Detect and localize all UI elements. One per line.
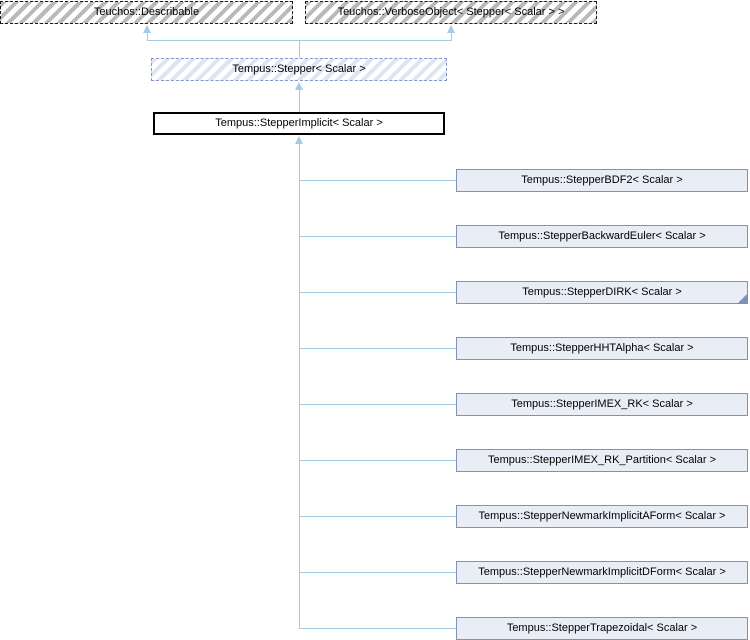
arrow-up-icon bbox=[295, 136, 303, 144]
node-stepper-backwardeuler[interactable]: Tempus::StepperBackwardEuler< Scalar > bbox=[456, 225, 748, 248]
node-stepper-dirk[interactable]: Tempus::StepperDIRK< Scalar > bbox=[456, 281, 748, 304]
class-label: Tempus::StepperImplicit< Scalar > bbox=[215, 117, 383, 129]
connector-line bbox=[299, 90, 300, 112]
connector-line bbox=[299, 460, 457, 461]
truncated-graph-corner-icon bbox=[738, 294, 747, 303]
class-label: Tempus::StepperIMEX_RK_Partition< Scalar… bbox=[487, 454, 717, 466]
connector-line bbox=[299, 348, 457, 349]
connector-line bbox=[299, 516, 457, 517]
connector-line bbox=[147, 40, 452, 41]
class-label: Tempus::StepperBDF2< Scalar > bbox=[521, 174, 683, 186]
node-tempus-stepper[interactable]: Tempus::Stepper< Scalar > bbox=[151, 58, 447, 81]
arrow-up-icon bbox=[447, 25, 455, 33]
connector-line bbox=[299, 144, 300, 629]
class-label: Teuchos::Describable bbox=[93, 6, 200, 18]
arrow-up-icon bbox=[143, 25, 151, 33]
class-label: Teuchos::VerboseObject< Stepper< Scalar … bbox=[337, 6, 565, 18]
node-stepper-newmark-implicit-dform[interactable]: Tempus::StepperNewmarkImplicitDForm< Sca… bbox=[456, 561, 748, 584]
connector-line bbox=[299, 180, 457, 181]
class-label: Tempus::StepperIMEX_RK< Scalar > bbox=[511, 398, 693, 410]
node-teuchos-describable: Teuchos::Describable bbox=[0, 1, 293, 24]
connector-line bbox=[299, 236, 457, 237]
connector-line bbox=[299, 404, 457, 405]
class-label: Tempus::StepperBackwardEuler< Scalar > bbox=[498, 230, 706, 242]
class-label: Tempus::StepperNewmarkImplicitDForm< Sca… bbox=[478, 566, 726, 578]
connector-line bbox=[299, 41, 300, 58]
class-label: Tempus::StepperHHTAlpha< Scalar > bbox=[510, 342, 694, 354]
node-stepper-trapezoidal[interactable]: Tempus::StepperTrapezoidal< Scalar > bbox=[456, 617, 748, 640]
node-stepper-imex-rk-partition[interactable]: Tempus::StepperIMEX_RK_Partition< Scalar… bbox=[456, 449, 748, 472]
connector-line bbox=[451, 33, 452, 40]
class-label: Tempus::StepperTrapezoidal< Scalar > bbox=[506, 622, 698, 634]
class-label: Tempus::Stepper< Scalar > bbox=[232, 63, 366, 75]
node-stepper-hhtalpha[interactable]: Tempus::StepperHHTAlpha< Scalar > bbox=[456, 337, 748, 360]
node-stepper-newmark-implicit-aform[interactable]: Tempus::StepperNewmarkImplicitAForm< Sca… bbox=[456, 505, 748, 528]
node-stepper-bdf2[interactable]: Tempus::StepperBDF2< Scalar > bbox=[456, 169, 748, 192]
node-stepper-imex-rk[interactable]: Tempus::StepperIMEX_RK< Scalar > bbox=[456, 393, 748, 416]
connector-line bbox=[147, 33, 148, 40]
class-label: Tempus::StepperDIRK< Scalar > bbox=[522, 286, 682, 298]
node-tempus-stepperimplicit-current: Tempus::StepperImplicit< Scalar > bbox=[153, 112, 445, 135]
connector-line bbox=[299, 572, 457, 573]
connector-line bbox=[299, 628, 457, 629]
node-teuchos-verboseobject: Teuchos::VerboseObject< Stepper< Scalar … bbox=[305, 1, 597, 24]
connector-line bbox=[299, 292, 457, 293]
arrow-up-icon bbox=[295, 82, 303, 90]
class-label: Tempus::StepperNewmarkImplicitAForm< Sca… bbox=[478, 510, 726, 522]
